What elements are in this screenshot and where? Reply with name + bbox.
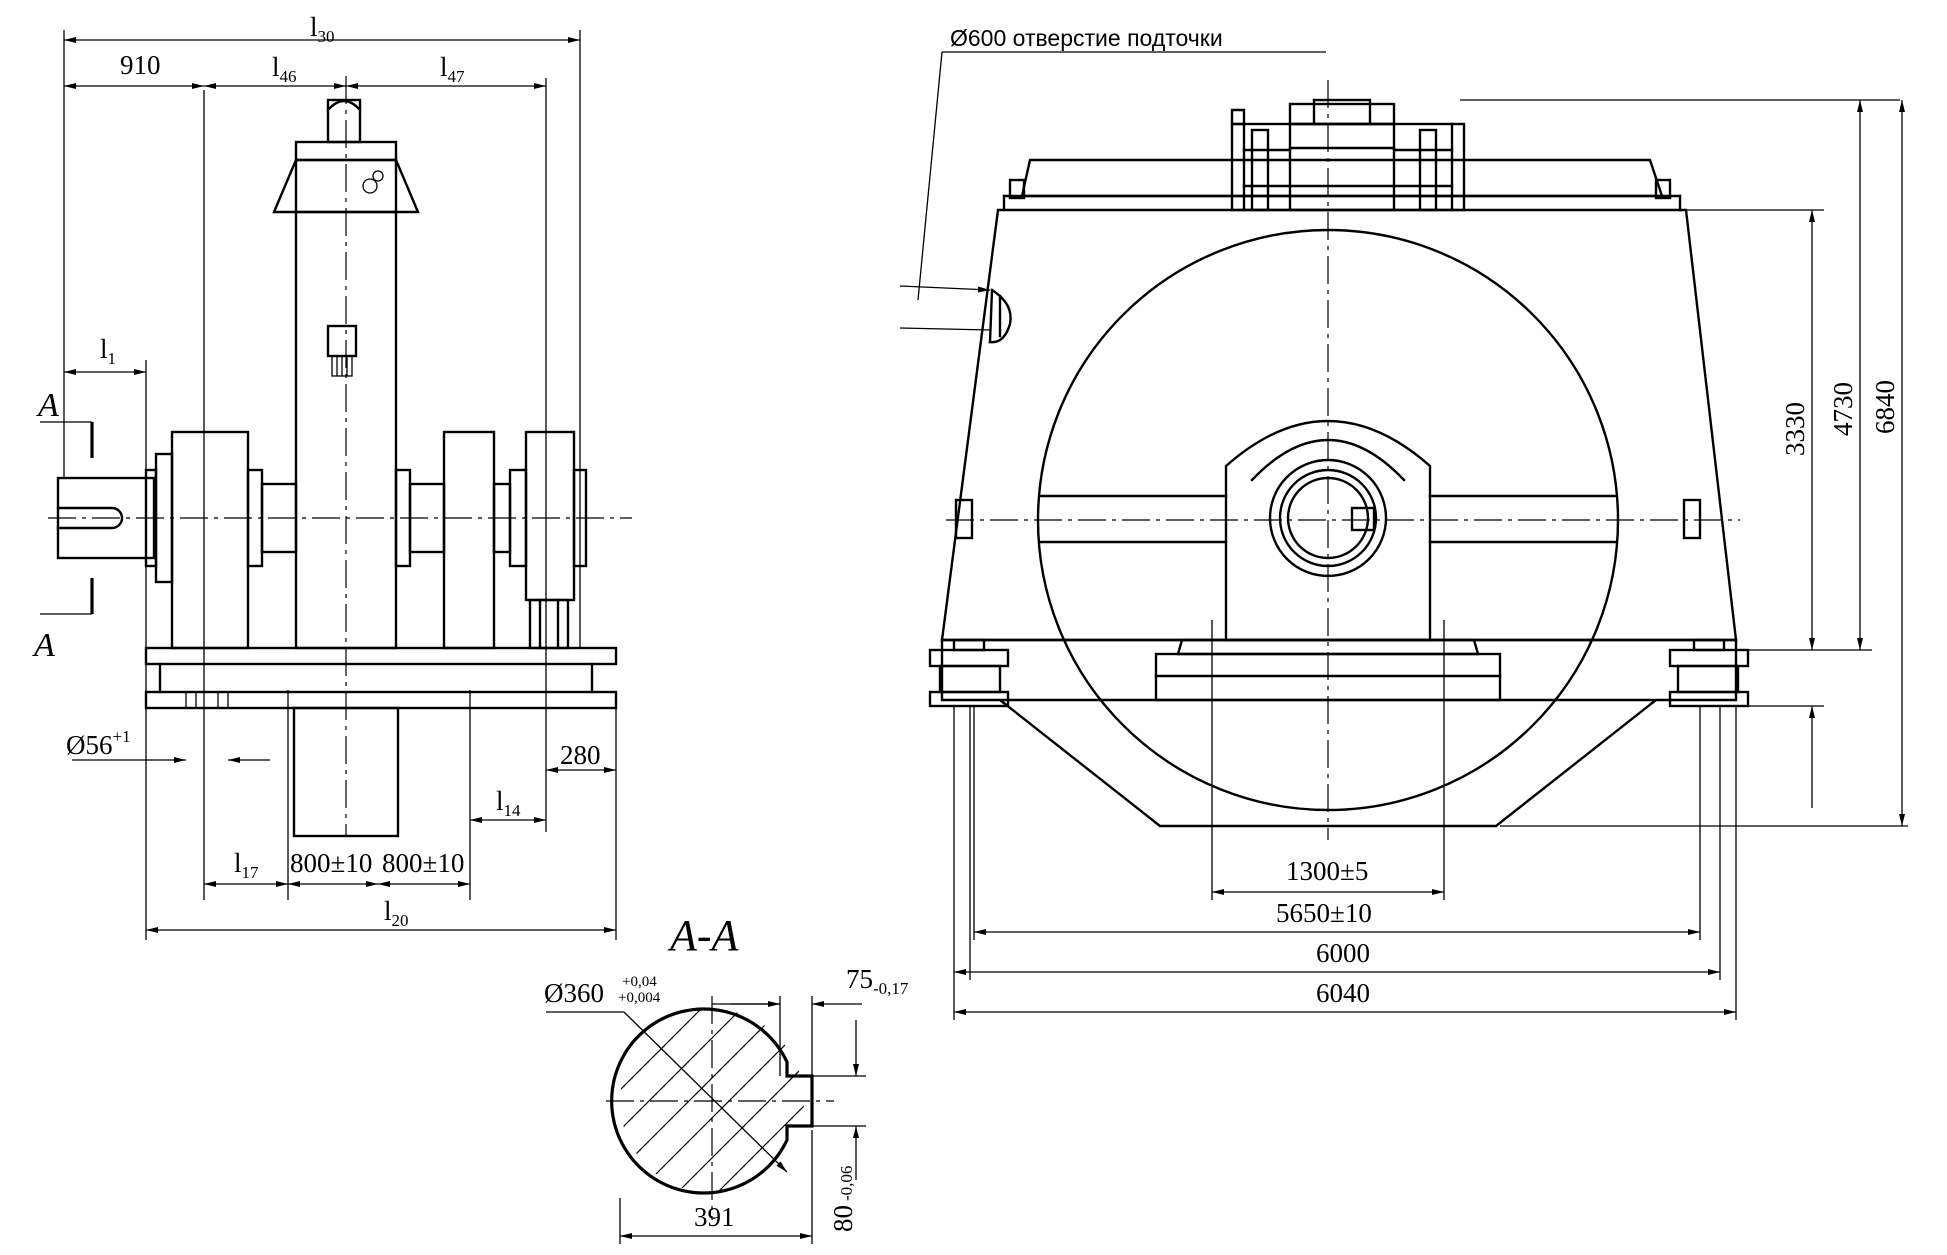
right-bearing-housing (524, 430, 576, 602)
dim-280: 280 (560, 740, 601, 770)
center-bearing-housing (442, 430, 496, 650)
dim-l46: l46 (272, 52, 297, 86)
bore-note: Ø600 отверстие подточки (950, 25, 1223, 51)
dim-6040: 6040 (1316, 978, 1370, 1008)
dim-l14: l14 (496, 786, 521, 820)
dim-d360: Ø360 (544, 978, 604, 1008)
side-bore (988, 288, 1012, 344)
section-mark-top: A (36, 387, 59, 424)
section-title: A-A (667, 911, 740, 960)
dim-800-a: 800±10 (290, 848, 372, 878)
section-a-a: A-A (544, 911, 909, 1244)
dim-391: 391 (694, 1202, 735, 1232)
left-bearing-housing (170, 430, 250, 650)
dim-910: 910 (120, 50, 161, 80)
dim-75: 75-0,17 (846, 964, 909, 998)
dim-1300: 1300±5 (1286, 856, 1368, 886)
dim-3330: 3330 (1780, 402, 1810, 456)
dim-800-b: 800±10 (382, 848, 464, 878)
lower-housing (942, 698, 1736, 828)
side-view: l30 910 l46 l47 l1 Ø56+1 280 l14 l17 800… (32, 12, 632, 940)
dim-6000: 6000 (1316, 938, 1370, 968)
tol-d360-upper: +0,04 (622, 974, 657, 990)
dim-l1: l1 (100, 334, 116, 368)
dim-l17: l17 (234, 848, 259, 882)
dim-l30: l30 (310, 12, 335, 46)
bearing-pedestal (1224, 419, 1432, 642)
dim-5650: 5650±10 (1276, 898, 1372, 928)
top-cover (1020, 158, 1664, 198)
dim-d56: Ø56+1 (66, 727, 131, 760)
tol-d360-lower: +0,004 (618, 990, 661, 1006)
dim-6840: 6840 (1870, 380, 1900, 434)
dim-l20: l20 (384, 896, 409, 930)
dim-l47: l47 (440, 52, 465, 86)
front-view: Ø600 отверстие подточки 3330 4730 6840 1… (899, 25, 1908, 1020)
shaft-outline (610, 1007, 814, 1195)
shaft-hatch (620, 1009, 804, 1193)
dim-80: 80-0,06 (828, 1166, 858, 1232)
section-mark-bottom: A (32, 627, 55, 664)
dim-4730: 4730 (1828, 382, 1858, 436)
